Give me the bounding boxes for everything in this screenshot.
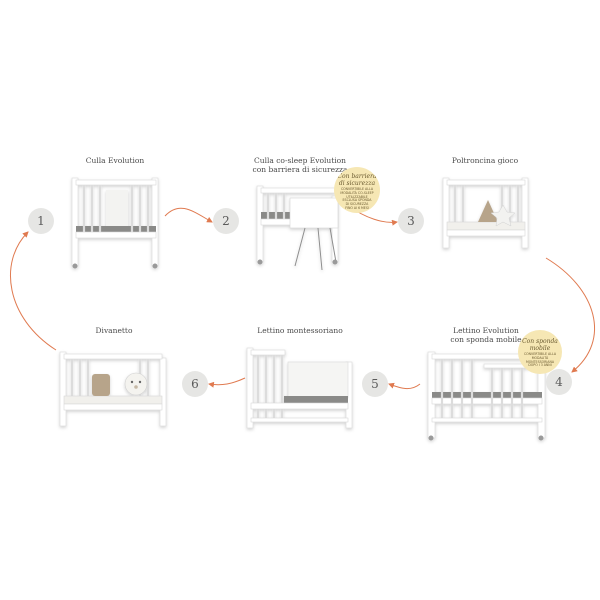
arrow-1-to-2 [164, 207, 213, 223]
stage-3-label-line-1: Poltroncina gioco [451, 156, 519, 165]
stage-4-label-line-1: Lettino Evolution [453, 326, 519, 335]
sofa-divanetto [59, 351, 167, 427]
crib-cosleep [256, 185, 339, 271]
stage-2-label: Culla co-sleep Evolution con barriera di… [252, 156, 348, 174]
bed-montessori [246, 347, 353, 429]
badge-barrier-text-1: CONVERTIBILE ALLA [340, 187, 374, 191]
badge-barrier: Con barriera di sicurezza CONVERTIBILE A… [334, 167, 380, 213]
badge-sponda-text-4: DOPO I 3 ANNI [528, 363, 552, 368]
stage-3-label: Poltroncina gioco [440, 156, 530, 165]
stage-5-label: Lettino montessoriano [250, 326, 350, 335]
badge-barrier-text-6: FINO AI 6 MESI [345, 205, 369, 210]
step-circle-5: 5 [362, 371, 388, 397]
crib-evolution [71, 177, 159, 269]
step-circle-6: 6 [182, 371, 208, 397]
stage-6-label-line-1: Divanetto [95, 326, 133, 335]
stage-6-label: Divanetto [66, 326, 162, 335]
badge-barrier-title-1: Con barriera [337, 173, 377, 180]
arrow-5-to-6 [208, 377, 246, 388]
badge-sponda-title-2: mobile [529, 345, 551, 352]
arrow-6-to-1 [9, 231, 57, 351]
badge-sponda-text-2: MODALITÀ [531, 355, 549, 360]
badge-barrier-text-3: UTILIZZABILE [346, 194, 368, 199]
badge-sponda-text: CONVERTIBILE ALLA MODALITÀ MONTESSORIANA… [518, 352, 562, 368]
stage-4-label-line-2: con sponda mobile [450, 335, 522, 344]
badge-barrier-text-4: ESCLUSA SPONDA [342, 198, 372, 203]
badge-sponda: Con sponda mobile CONVERTIBILE ALLA MODA… [518, 330, 562, 374]
badge-barrier-text: CONVERTIBILE ALLA MODALITÀ CO-SLEEP UTIL… [334, 187, 380, 211]
step-circle-1: 1 [28, 208, 54, 234]
stage-1-label: Culla Evolution [70, 156, 160, 165]
badge-sponda-text-3: MONTESSORIANA [525, 359, 555, 364]
badge-sponda-text-1: CONVERTIBILE ALLA [523, 352, 557, 356]
step-circle-2: 2 [213, 208, 239, 234]
stage-2-label-line-1: Culla co-sleep Evolution [254, 156, 346, 165]
step-circle-3: 3 [398, 208, 424, 234]
stage-1-label-line-1: Culla Evolution [85, 156, 145, 165]
badge-barrier-title-2: di sicurezza [338, 180, 376, 187]
arrow-4-to-5 [388, 382, 421, 390]
badge-barrier-text-5: DI SICUREZZA [345, 202, 369, 207]
step-circle-4: 4 [546, 369, 572, 395]
bed-evolution [427, 351, 546, 441]
badge-sponda-title-1: Con sponda [522, 338, 558, 345]
stage-2-label-line-2: con barriera di sicurezza [252, 165, 348, 174]
stage-4-label: Lettino Evolution con sponda mobile [430, 326, 542, 344]
arrow-3-to-4 [545, 257, 596, 373]
badge-barrier-text-2: MODALITÀ CO-SLEEP [340, 190, 374, 195]
crib-play-chair [442, 177, 529, 249]
stage-5-label-line-1: Lettino montessoriano [257, 326, 343, 335]
